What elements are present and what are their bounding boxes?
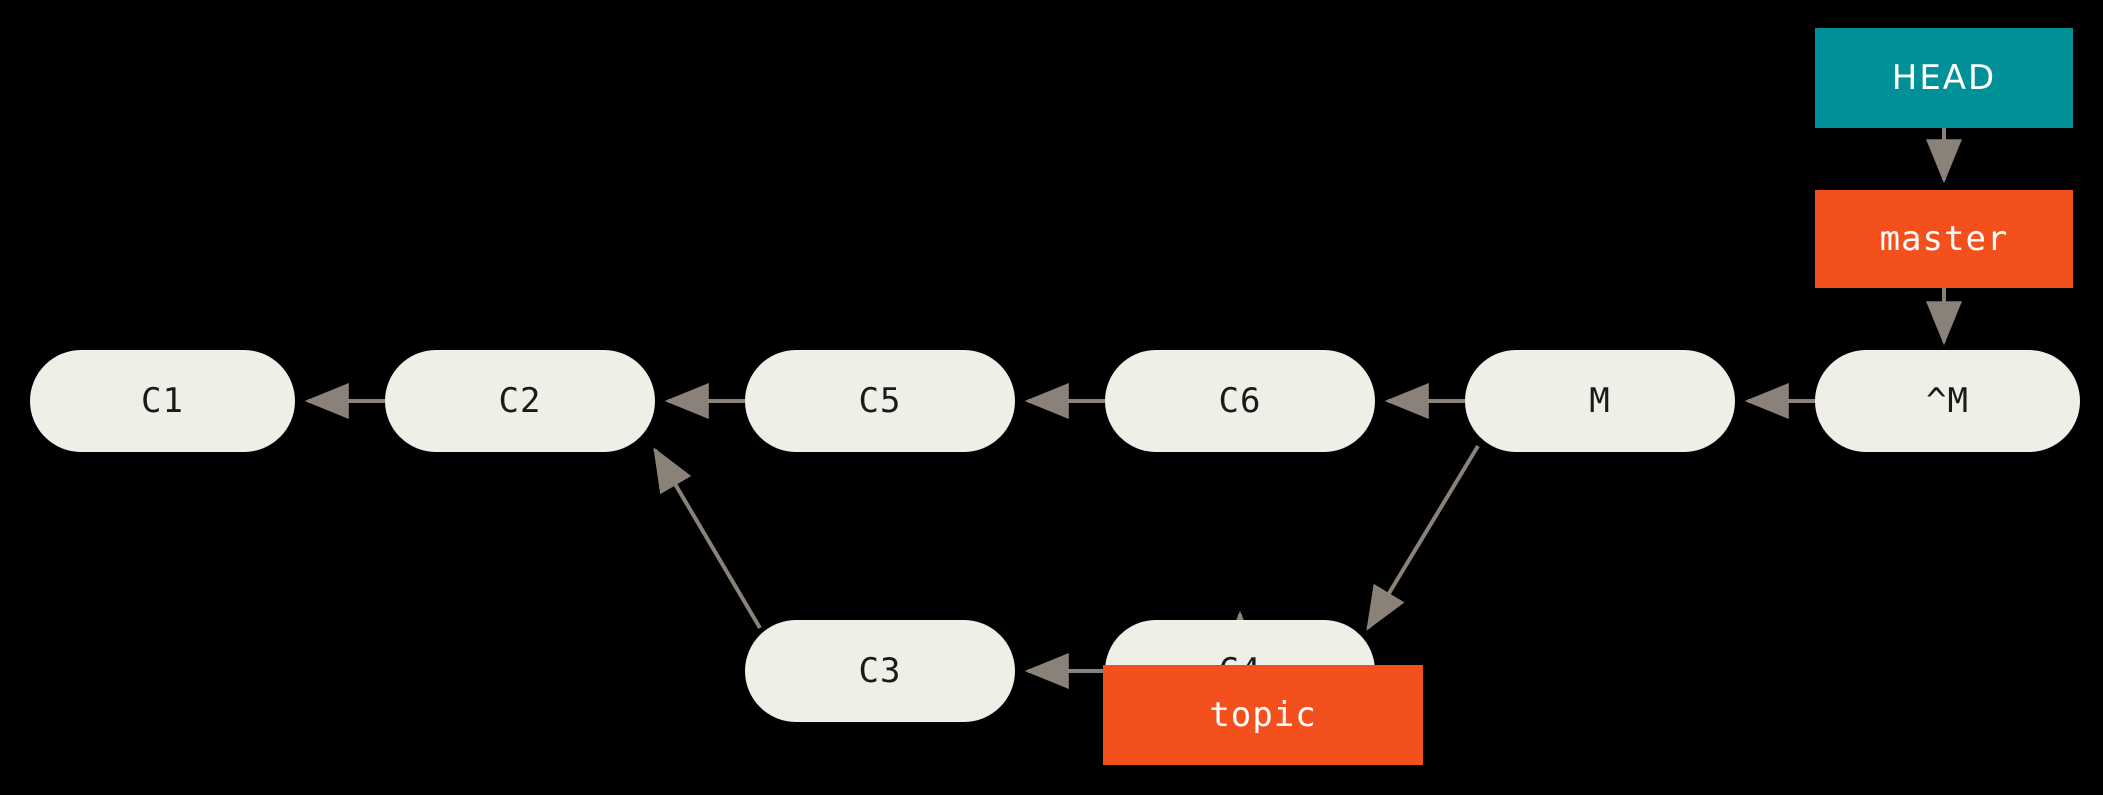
branch-label-text: topic [1209,695,1317,735]
commit-label: C6 [1218,381,1262,421]
branch-label-topic[interactable]: topic [1103,665,1423,765]
edge-m-to-c4 [1366,444,1480,631]
commit-node-c3[interactable]: C3 [745,620,1015,722]
edge-c3-to-c2 [653,447,762,630]
commit-node-revert-merge[interactable]: ^M [1815,350,2080,452]
commit-label: C5 [858,381,902,421]
commit-label: C2 [498,381,542,421]
commit-node-m[interactable]: M [1465,350,1735,452]
commit-node-c5[interactable]: C5 [745,350,1015,452]
head-label[interactable]: HEAD [1815,28,2073,128]
commit-node-c6[interactable]: C6 [1105,350,1375,452]
head-label-text: HEAD [1891,58,1997,98]
commit-node-c1[interactable]: C1 [30,350,295,452]
commit-label: C3 [858,651,902,691]
branch-label-text: master [1879,219,2009,259]
commit-label: C1 [141,381,184,421]
branch-label-master[interactable]: master [1815,190,2073,288]
commit-label: ^M [1926,381,1969,421]
commit-label: M [1589,381,1611,421]
commit-node-c2[interactable]: C2 [385,350,655,452]
